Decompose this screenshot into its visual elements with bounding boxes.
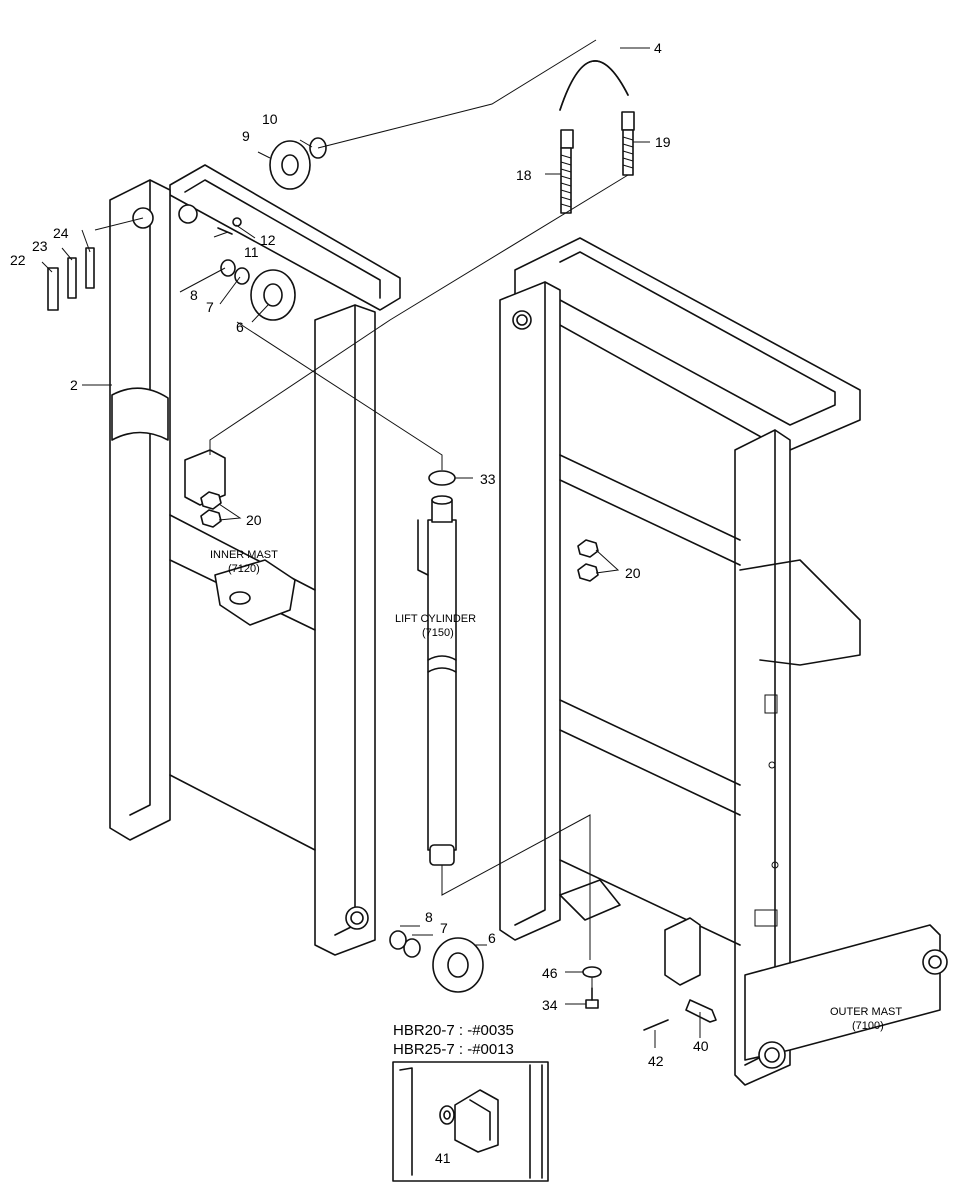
inset-note-hbr25: HBR25-7 : -#0013: [393, 1041, 514, 1058]
part-number-41: 41: [435, 1150, 451, 1166]
part-number-12: 12: [260, 232, 276, 248]
outer-mast: [499, 237, 948, 1086]
part-number-labels: 2 4 6 6 7 7 8 8 9 10 11 12 18 19 20 20 2…: [10, 40, 709, 1166]
washer-33: [428, 470, 456, 486]
shim-8-bottom: [389, 930, 407, 950]
bolt-11: [217, 227, 233, 235]
part-number-46: 46: [542, 965, 558, 981]
bolt-34: [585, 987, 599, 1009]
leader-lines: [41, 39, 701, 1131]
inset-notes: HBR20-7 : -#0035 HBR25-7 : -#0013: [393, 1022, 514, 1058]
nuts-20-left: [200, 491, 222, 528]
part-number-8-bottom: 8: [425, 909, 433, 925]
part-number-10: 10: [262, 111, 278, 127]
bearing-6-bottom: [432, 937, 484, 993]
inset-note-hbr20: HBR20-7 : -#0035: [393, 1022, 514, 1039]
inner-mast-code: (7120): [228, 563, 260, 575]
lift-chain: [559, 60, 635, 149]
part-number-23: 23: [32, 238, 48, 254]
plates-22-23-24: [47, 247, 95, 311]
pin-40: [685, 999, 717, 1023]
inner-mast: [109, 164, 401, 956]
part-number-9: 9: [242, 128, 250, 144]
part-number-18: 18: [516, 167, 532, 183]
anchor-bolt-19: [622, 129, 634, 176]
part-number-20-right: 20: [625, 565, 641, 581]
outer-mast-code: (7100): [852, 1020, 884, 1032]
washer-46: [582, 966, 602, 978]
lift-cylinder: [417, 495, 457, 880]
inner-mast-label: INNER MAST: [210, 549, 278, 561]
part-number-6-top: 6: [236, 319, 244, 335]
cotter-pin-42: [643, 1019, 669, 1031]
shim-8-top: [220, 259, 236, 277]
inset-detail: [392, 1061, 549, 1182]
part-number-4: 4: [654, 40, 662, 56]
part-number-8-top: 8: [190, 287, 198, 303]
bearing-6-top: [250, 269, 296, 321]
part-number-42: 42: [648, 1053, 664, 1069]
part-number-40: 40: [693, 1038, 709, 1054]
part-number-22: 22: [10, 252, 26, 268]
lift-cylinder-code: (7150): [422, 627, 454, 639]
part-number-7-top: 7: [206, 299, 214, 315]
part-number-2: 2: [70, 377, 78, 393]
part-number-7-bottom: 7: [440, 920, 448, 936]
anchor-bolt-18: [560, 147, 572, 214]
part-number-34: 34: [542, 997, 558, 1013]
lift-cylinder-label: LIFT CYLINDER: [395, 613, 476, 625]
part-number-33: 33: [480, 471, 496, 487]
assembly-labels: INNER MAST (7120) LIFT CYLINDER (7150) O…: [210, 549, 902, 1032]
part-number-11: 11: [244, 244, 259, 260]
part-number-20-left: 20: [246, 512, 262, 528]
sheave-9: [269, 140, 311, 190]
nuts-20-right: [577, 539, 599, 582]
part-number-24: 24: [53, 225, 69, 241]
outer-mast-label: OUTER MAST: [830, 1006, 902, 1018]
part-number-6-bottom: 6: [488, 930, 496, 946]
nut-12: [232, 217, 242, 227]
part-number-19: 19: [655, 134, 671, 150]
shim-7-bottom: [403, 938, 421, 958]
shim-7-top: [234, 267, 250, 285]
